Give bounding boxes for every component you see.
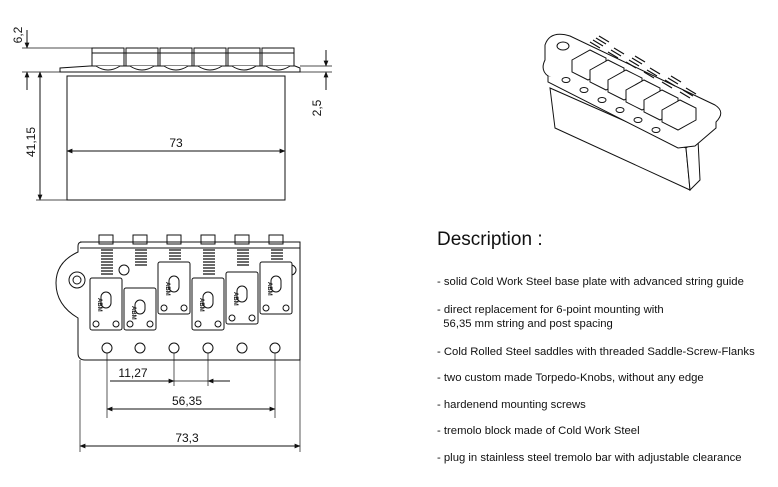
saddles-side xyxy=(91,47,295,71)
tremolo-block-side xyxy=(66,75,286,201)
screw-holes xyxy=(101,342,281,354)
side-view xyxy=(22,30,332,201)
list-item: - hardenend mounting screws xyxy=(437,399,586,411)
dim-string-spacing: 56,35 xyxy=(172,394,202,408)
springs xyxy=(101,249,283,275)
list-item: - Cold Rolled Steel saddles with threade… xyxy=(437,346,755,358)
list-item: - two custom made Torpedo-Knobs, without… xyxy=(437,372,704,384)
dim-top-height: 6,2 xyxy=(11,26,25,43)
description-title: Description : xyxy=(437,229,543,250)
svg-text:ABM: ABM xyxy=(96,298,102,312)
svg-text:ABM: ABM xyxy=(266,282,272,296)
dim-screw-offset: 11,27 xyxy=(118,366,147,380)
top-view xyxy=(55,234,301,452)
saddles-iso xyxy=(571,49,697,131)
dim-body-height: 41,15 xyxy=(24,127,38,157)
dim-plate-thickness: 2,5 xyxy=(310,99,324,116)
svg-text:ABM: ABM xyxy=(232,292,238,306)
isometric-view xyxy=(542,33,722,192)
list-item: - tremolo block made of Cold Work Steel xyxy=(437,425,640,437)
screw-holes-iso xyxy=(561,77,661,133)
saddles-top xyxy=(89,261,293,331)
springs-iso xyxy=(589,35,697,99)
dim-overall-width: 73,3 xyxy=(175,431,199,445)
list-item: - direct replacement for 6-point mountin… xyxy=(437,304,664,330)
list-item: - plug in stainless steel tremolo bar wi… xyxy=(437,452,742,464)
mount-hole-left xyxy=(68,271,86,289)
saddle-stamps: ABM ABM ABM ABM ABM ABM xyxy=(96,282,272,320)
list-item: - solid Cold Work Steel base plate with … xyxy=(437,276,744,288)
svg-text:ABM: ABM xyxy=(164,282,170,296)
dim-block-width: 73 xyxy=(169,136,183,150)
svg-text:ABM: ABM xyxy=(198,298,204,312)
svg-text:ABM: ABM xyxy=(130,306,136,320)
intonation-screws xyxy=(98,234,284,245)
